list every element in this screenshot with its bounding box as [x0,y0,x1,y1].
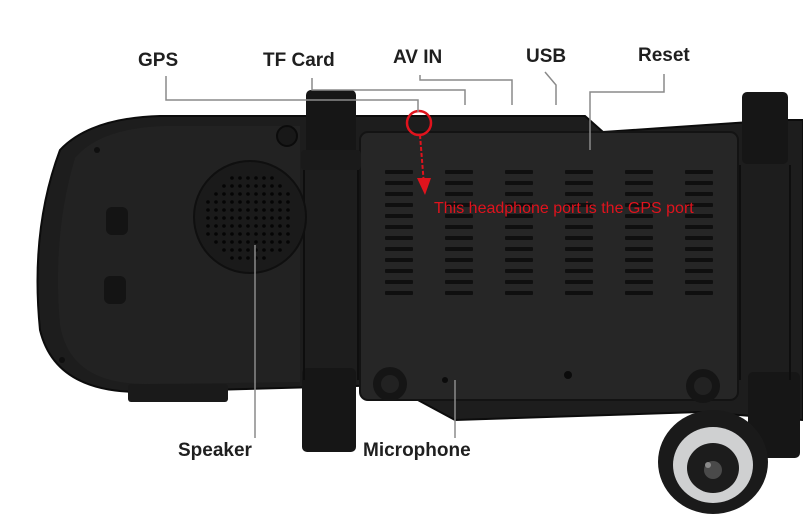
mount-clip-bottom-right [748,372,800,458]
label-usb: USB [526,46,567,67]
label-gps: GPS [138,50,179,71]
leader-lines [165,71,665,438]
front-lens-knob-right [686,369,720,403]
mount-clip-bottom-left [302,368,356,452]
label-speaker: Speaker [178,440,252,461]
front-lens-knob-left [373,367,407,401]
mount-clip-top-right [742,92,788,164]
speaker-grille [193,160,307,274]
arrow-icon [417,178,431,195]
bottom-button-strip [128,384,228,402]
side-button-upper [106,207,128,235]
side-button-lower [104,276,126,304]
gps-port-note: This headphone port is the GPS port [434,200,694,217]
mount-clip-top-left [301,90,361,170]
rear-camera [658,410,768,514]
label-av-in: AV IN [393,47,443,68]
label-tf-card: TF Card [263,50,335,71]
label-reset: Reset [638,45,690,66]
gps-port-marker [405,109,433,137]
label-microphone: Microphone [363,440,471,461]
vent-slots [385,170,713,295]
vent-panel [359,131,739,401]
